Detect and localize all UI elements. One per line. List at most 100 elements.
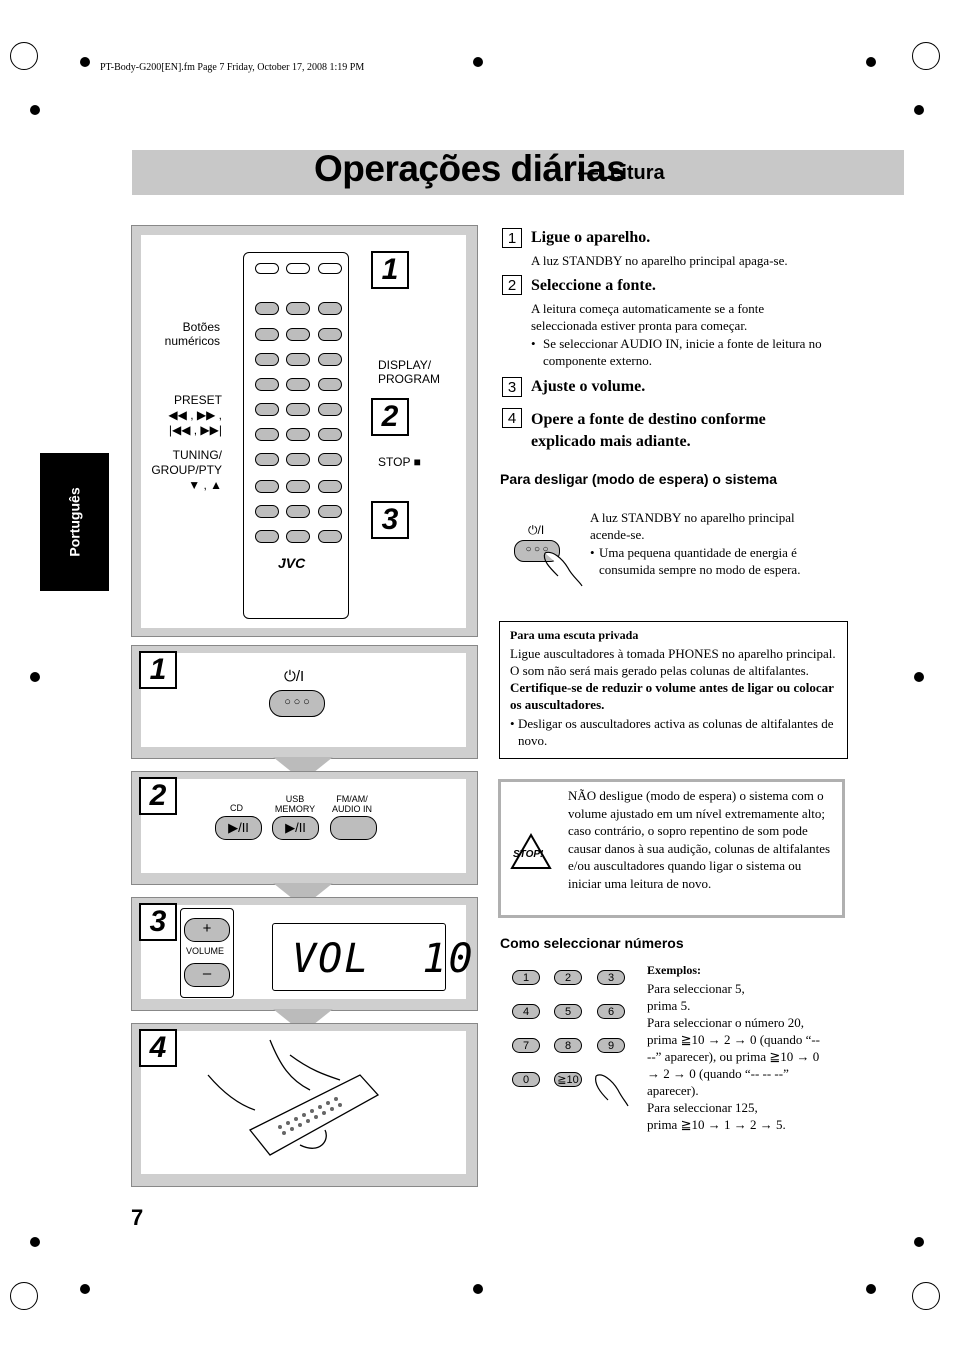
remote-button[interactable]: [286, 505, 310, 518]
example-line: prima ≧10 → 2 → 0 (quando “--: [647, 1032, 820, 1047]
label-preset: PRESET ◀◀ , ▶▶ , |◀◀ , ▶▶|: [168, 393, 222, 437]
remote-button[interactable]: [286, 378, 310, 391]
standby-power-symbol: ⏻/I: [528, 523, 545, 537]
remote-button[interactable]: [318, 378, 342, 391]
remote-button[interactable]: [286, 403, 310, 416]
remote-button[interactable]: [286, 428, 310, 441]
remote-button[interactable]: [286, 302, 310, 315]
standby-text: A luz STANDBY no aparelho principal acen…: [590, 510, 795, 542]
number-key[interactable]: 1: [512, 970, 540, 985]
cd-button[interactable]: ▶/II: [215, 816, 262, 840]
volume-minus-button[interactable]: –: [184, 963, 230, 987]
crosshair-mark: [866, 57, 876, 67]
crosshair-mark: [914, 672, 924, 682]
language-tab: [40, 453, 109, 591]
remote-button[interactable]: [286, 480, 310, 493]
remote-button[interactable]: [318, 480, 342, 493]
remote-button[interactable]: [255, 353, 279, 366]
number-key[interactable]: 6: [597, 1004, 625, 1019]
remote-button[interactable]: [255, 302, 279, 315]
remote-button[interactable]: [286, 353, 310, 366]
stop-warning-icon: [510, 832, 552, 869]
standby-power-button[interactable]: ○ ○ ○: [514, 540, 560, 562]
remote-button[interactable]: [318, 428, 342, 441]
number-key[interactable]: ≧10: [554, 1072, 582, 1087]
registration-mark: [912, 1282, 940, 1310]
usb-button[interactable]: ▶/II: [272, 816, 319, 840]
number-key[interactable]: 7: [512, 1038, 540, 1053]
example-line: --” aparecer), ou prima ≧10 → 0: [647, 1049, 820, 1064]
number-key[interactable]: 0: [512, 1072, 540, 1087]
remote-button[interactable]: [255, 378, 279, 391]
example-line: Para seleccionar 5,: [647, 981, 745, 996]
remote-button[interactable]: [286, 453, 310, 466]
step-1-number: 1: [502, 228, 522, 248]
remote-button[interactable]: [255, 453, 279, 466]
step-2-text: A leitura começa automaticamente se a fo…: [531, 301, 765, 333]
crosshair-mark: [30, 1237, 40, 1247]
volume-display-text: VOL 10: [292, 936, 475, 982]
remote-button[interactable]: [318, 505, 342, 518]
power-button[interactable]: ○ ○ ○: [269, 690, 325, 717]
remote-button[interactable]: [286, 530, 310, 543]
remote-button[interactable]: [255, 480, 279, 493]
crosshair-mark: [30, 672, 40, 682]
remote-button[interactable]: [318, 302, 342, 315]
remote-button[interactable]: [318, 328, 342, 341]
private-bullet: Desligar os auscultadores activa as colu…: [518, 716, 834, 748]
crosshair-mark: [80, 1284, 90, 1294]
remote-button[interactable]: [318, 403, 342, 416]
numbers-heading: Como seleccionar números: [500, 935, 684, 951]
remote-badge-1: 1: [371, 251, 409, 289]
registration-mark: [10, 42, 38, 70]
file-info: PT-Body-G200[EN].fm Page 7 Friday, Octob…: [100, 62, 365, 73]
warning-text: NÃO desligue (modo de espera) o sistema …: [568, 788, 831, 891]
step-4-number: 4: [502, 408, 522, 428]
step-1-title: Ligue o aparelho.: [531, 229, 651, 246]
example-line: prima 5.: [647, 998, 691, 1013]
step-2-title: Seleccione a fonte.: [531, 277, 656, 294]
fm-button[interactable]: [330, 816, 377, 840]
step-4-title: Opere a fonte de destino conforme explic…: [531, 411, 766, 450]
remote-button[interactable]: [255, 263, 279, 274]
finger-icon: [543, 551, 583, 587]
number-key[interactable]: 3: [597, 970, 625, 985]
registration-mark: [912, 42, 940, 70]
private-box: [499, 621, 848, 759]
remote-button[interactable]: [255, 505, 279, 518]
title-band: [132, 150, 904, 195]
warning-box: [498, 779, 845, 918]
crosshair-mark: [914, 105, 924, 115]
standby-bullet-dot: •: [590, 545, 595, 560]
private-bold: Certifique-se de reduzir o volume antes …: [510, 680, 834, 712]
registration-mark: [10, 1282, 38, 1310]
stop-icon-text: STOP!: [513, 849, 544, 860]
standby-bullet: Uma pequena quantidade de energia é cons…: [599, 545, 801, 577]
label-numeric: Botões numéricos: [164, 320, 220, 348]
number-key[interactable]: 5: [554, 1004, 582, 1019]
number-key[interactable]: 9: [597, 1038, 625, 1053]
remote-button[interactable]: [286, 263, 310, 274]
step-2-bullet-dot: •: [531, 336, 536, 351]
volume-display: [272, 923, 446, 991]
private-main: Ligue auscultadores à tomada PHONES no a…: [510, 646, 836, 678]
number-key[interactable]: 2: [554, 970, 582, 985]
remote-button[interactable]: [255, 428, 279, 441]
number-key[interactable]: 4: [512, 1004, 540, 1019]
finger-icon: [595, 1074, 629, 1107]
remote-button[interactable]: [286, 328, 310, 341]
remote-button[interactable]: [318, 530, 342, 543]
remote-button[interactable]: [318, 353, 342, 366]
volume-plus-button[interactable]: +: [184, 918, 230, 942]
remote-button[interactable]: [255, 530, 279, 543]
remote-button[interactable]: [318, 453, 342, 466]
example-line: Para seleccionar o número 20,: [647, 1015, 805, 1030]
remote-button[interactable]: [318, 263, 342, 274]
number-key[interactable]: 8: [554, 1038, 582, 1053]
remote-badge-3: 3: [371, 501, 409, 539]
remote-button[interactable]: [255, 328, 279, 341]
page-subtitle: —Leitura: [578, 162, 665, 184]
step-3-title: Ajuste o volume.: [531, 378, 646, 395]
remote-badge-2: 2: [371, 398, 409, 436]
remote-button[interactable]: [255, 403, 279, 416]
